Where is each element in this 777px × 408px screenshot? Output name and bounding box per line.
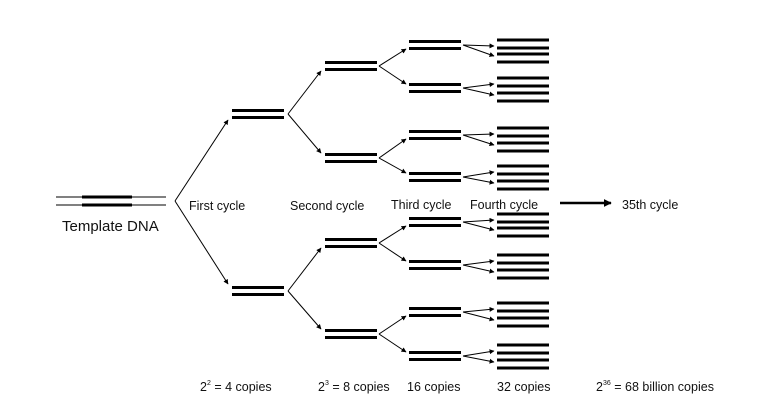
branch-arrow-cycle-1	[174, 119, 229, 202]
branch-arrow-cycle-3	[378, 65, 407, 85]
branch-arrow-cycle-3	[378, 315, 407, 335]
count-first-cycle: 22 = 4 copies	[200, 380, 272, 394]
branch-arrow-cycle-3	[378, 48, 407, 67]
first-cycle-label: First cycle	[189, 199, 245, 213]
branch-arrow-cycle-4	[462, 131, 495, 137]
branch-arrow-cycle-4	[462, 44, 495, 57]
branch-arrow-cycle-3	[378, 157, 407, 174]
template-dna-strand	[56, 195, 166, 207]
branch-arrow-cycle-2	[287, 247, 322, 292]
branch-arrow-cycle-4	[462, 306, 495, 313]
branch-arrow-cycle-1	[174, 200, 229, 285]
branch-arrow-cycle-4	[462, 259, 495, 266]
branch-arrow-cycle-2	[287, 113, 322, 154]
branch-arrow-cycle-4	[462, 43, 495, 49]
branch-arrow-cycle-3	[378, 225, 407, 244]
count-35th-cycle: 236 = 68 billion copies	[596, 380, 714, 394]
count-second-cycle: 23 = 8 copies	[318, 380, 390, 394]
branch-arrow-cycle-2	[287, 290, 322, 330]
branch-arrow-cycle-4	[462, 264, 495, 274]
branch-arrow-cycle-4	[462, 134, 495, 146]
branch-arrow-cycle-2	[287, 70, 322, 115]
count-fourth-cycle: 32 copies	[497, 380, 551, 394]
branch-arrow-cycle-4	[462, 355, 495, 364]
count-third-cycle: 16 copies	[407, 380, 461, 394]
branch-arrow-cycle-4	[462, 349, 495, 357]
second-cycle-label: Second cycle	[290, 199, 364, 213]
third-cycle-label: Third cycle	[391, 198, 451, 212]
branch-arrow-cycle-4	[462, 217, 495, 223]
branch-arrow-cycle-4	[462, 170, 495, 178]
replication-tree	[174, 38, 549, 370]
branch-arrow-cycle-3	[378, 333, 407, 353]
fourth-cycle-label: Fourth cycle	[470, 198, 538, 212]
branch-arrow-cycle-4	[462, 82, 495, 89]
branch-arrow-cycle-4	[462, 176, 495, 185]
branch-arrow-cycle-4	[462, 311, 495, 322]
branch-arrow-cycle-4	[462, 87, 495, 97]
template-dna-label: Template DNA	[62, 218, 159, 235]
branch-arrow-cycle-4	[462, 221, 495, 232]
branch-arrow-cycle-3	[378, 242, 407, 262]
branch-arrow-cycle-3	[378, 138, 407, 159]
35th-cycle-label: 35th cycle	[622, 198, 678, 212]
